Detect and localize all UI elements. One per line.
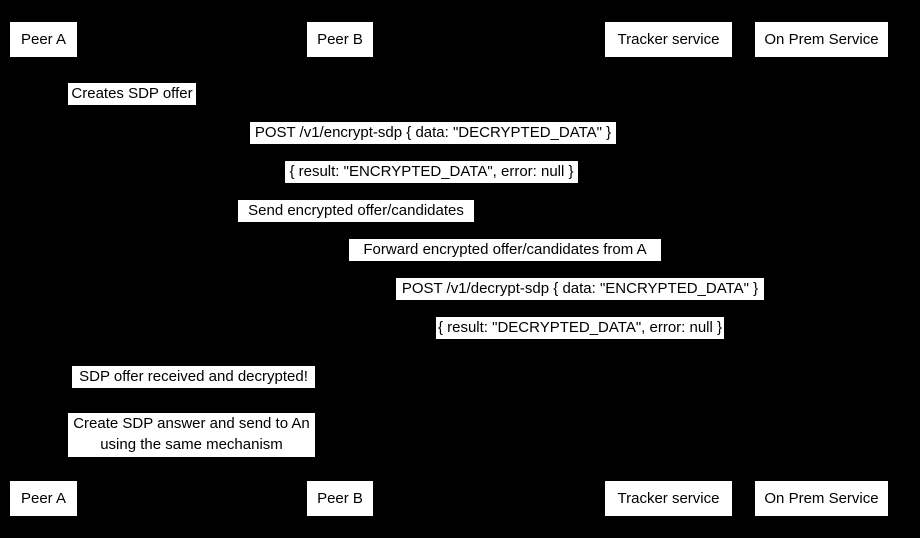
lifeline-header-on-prem-service[interactable]: On Prem Service <box>755 22 888 57</box>
message-forward-encrypted-offer: Forward encrypted offer/candidates from … <box>349 239 661 261</box>
lifeline-header-tracker-service[interactable]: Tracker service <box>605 22 732 57</box>
message-decrypt-sdp-result: { result: "DECRYPTED_DATA", error: null … <box>436 317 724 339</box>
lifeline-footer-peer-a[interactable]: Peer A <box>10 481 77 516</box>
note-create-sdp-answer-line1: Create SDP answer and send to An <box>73 415 310 432</box>
message-encrypt-sdp-result: { result: "ENCRYPTED_DATA", error: null … <box>285 161 578 183</box>
lifeline-header-peer-a[interactable]: Peer A <box>10 22 77 57</box>
lifeline-footer-on-prem-service[interactable]: On Prem Service <box>755 481 888 516</box>
note-create-sdp-answer: Create SDP answer and send to An using t… <box>68 413 315 457</box>
message-post-encrypt-sdp: POST /v1/encrypt-sdp { data: "DECRYPTED_… <box>250 122 616 144</box>
message-post-decrypt-sdp: POST /v1/decrypt-sdp { data: "ENCRYPTED_… <box>396 278 764 300</box>
message-creates-sdp-offer: Creates SDP offer <box>68 83 196 105</box>
lifeline-footer-tracker-service[interactable]: Tracker service <box>605 481 732 516</box>
note-create-sdp-answer-line2: using the same mechanism <box>100 436 283 453</box>
note-sdp-offer-received: SDP offer received and decrypted! <box>72 366 315 388</box>
lifeline-footer-peer-b[interactable]: Peer B <box>307 481 373 516</box>
message-send-encrypted-offer: Send encrypted offer/candidates <box>238 200 474 222</box>
lifeline-header-peer-b[interactable]: Peer B <box>307 22 373 57</box>
